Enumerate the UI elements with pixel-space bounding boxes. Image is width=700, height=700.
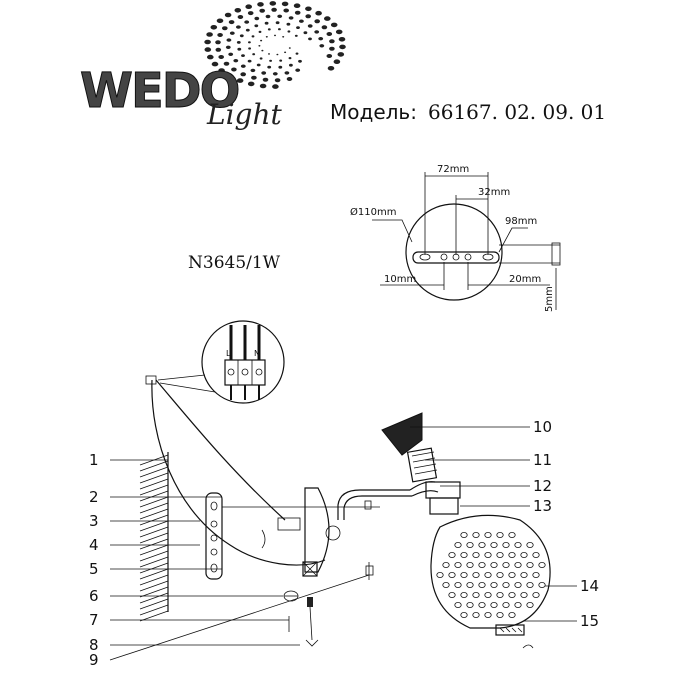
- hook-part: [309, 606, 313, 641]
- callout-4: 4: [89, 536, 99, 554]
- cable-connector: [145, 375, 157, 385]
- logo-dot-swirl: [204, 1, 346, 89]
- canopy: [261, 487, 341, 573]
- callout-2: 2: [89, 488, 99, 506]
- mounting-hole: [464, 253, 472, 261]
- callout-leaders: [109, 426, 577, 661]
- callout-5: 5: [89, 560, 99, 578]
- callout-7: 7: [89, 611, 99, 629]
- callout-13: 13: [533, 497, 552, 515]
- mounting-hole: [440, 253, 448, 261]
- mounting-plate-circle: [405, 203, 503, 301]
- power-cable-branch: [155, 379, 286, 521]
- glass-globe: [430, 514, 551, 649]
- model-number: 66167. 02. 09. 01: [428, 100, 606, 124]
- logo-subtitle: Light: [206, 98, 283, 131]
- screw-cap-part: [302, 561, 318, 577]
- dimension-10mm: 10mm: [384, 274, 416, 285]
- brand-logo: WEDO Light: [80, 1, 346, 131]
- globe-finial: [495, 624, 525, 636]
- callout-9: 9: [89, 651, 99, 669]
- product-code: N3645/1W: [188, 253, 281, 273]
- dimension-diameter: Ø110mm: [350, 206, 396, 218]
- dimension-20mm: 20mm: [509, 274, 541, 285]
- dimension-98mm: 98mm: [505, 216, 537, 227]
- callout-numbers: 1 2 3 4 5 6 7 8 9 10 11 12 13 14 15: [89, 418, 599, 669]
- callout-11: 11: [533, 451, 552, 469]
- dimension-32mm: 32mm: [478, 187, 510, 198]
- callout-14: 14: [580, 577, 599, 595]
- callout-10: 10: [533, 418, 552, 436]
- lamp-socket: [381, 412, 461, 515]
- callout-6: 6: [89, 587, 99, 605]
- power-cable: [151, 379, 326, 566]
- mounting-plate-detail: 72mm 32mm Ø110mm 98mm 5mm 10mm 20mm: [350, 164, 561, 312]
- callout-1: 1: [89, 451, 99, 469]
- nut-part: [307, 597, 313, 607]
- dimension-5mm: 5mm: [544, 286, 555, 312]
- wall-hatching: [139, 452, 169, 622]
- lamp-arm: [337, 489, 410, 520]
- neutral-terminal-label: N: [254, 349, 260, 358]
- callout-12: 12: [533, 477, 552, 495]
- terminal-block: [224, 359, 266, 386]
- model-label: Модель:: [330, 100, 417, 124]
- logo-wordmark: WEDO: [80, 63, 239, 119]
- dimension-72mm: 72mm: [437, 164, 469, 175]
- live-terminal-label: L: [226, 349, 231, 358]
- wiring-detail: L N: [157, 320, 285, 404]
- callout-3: 3: [89, 512, 99, 530]
- callout-15: 15: [580, 612, 599, 630]
- wiring-detail-circle: [201, 320, 285, 404]
- callout-8: 8: [89, 636, 99, 654]
- wall-bracket: [205, 492, 223, 580]
